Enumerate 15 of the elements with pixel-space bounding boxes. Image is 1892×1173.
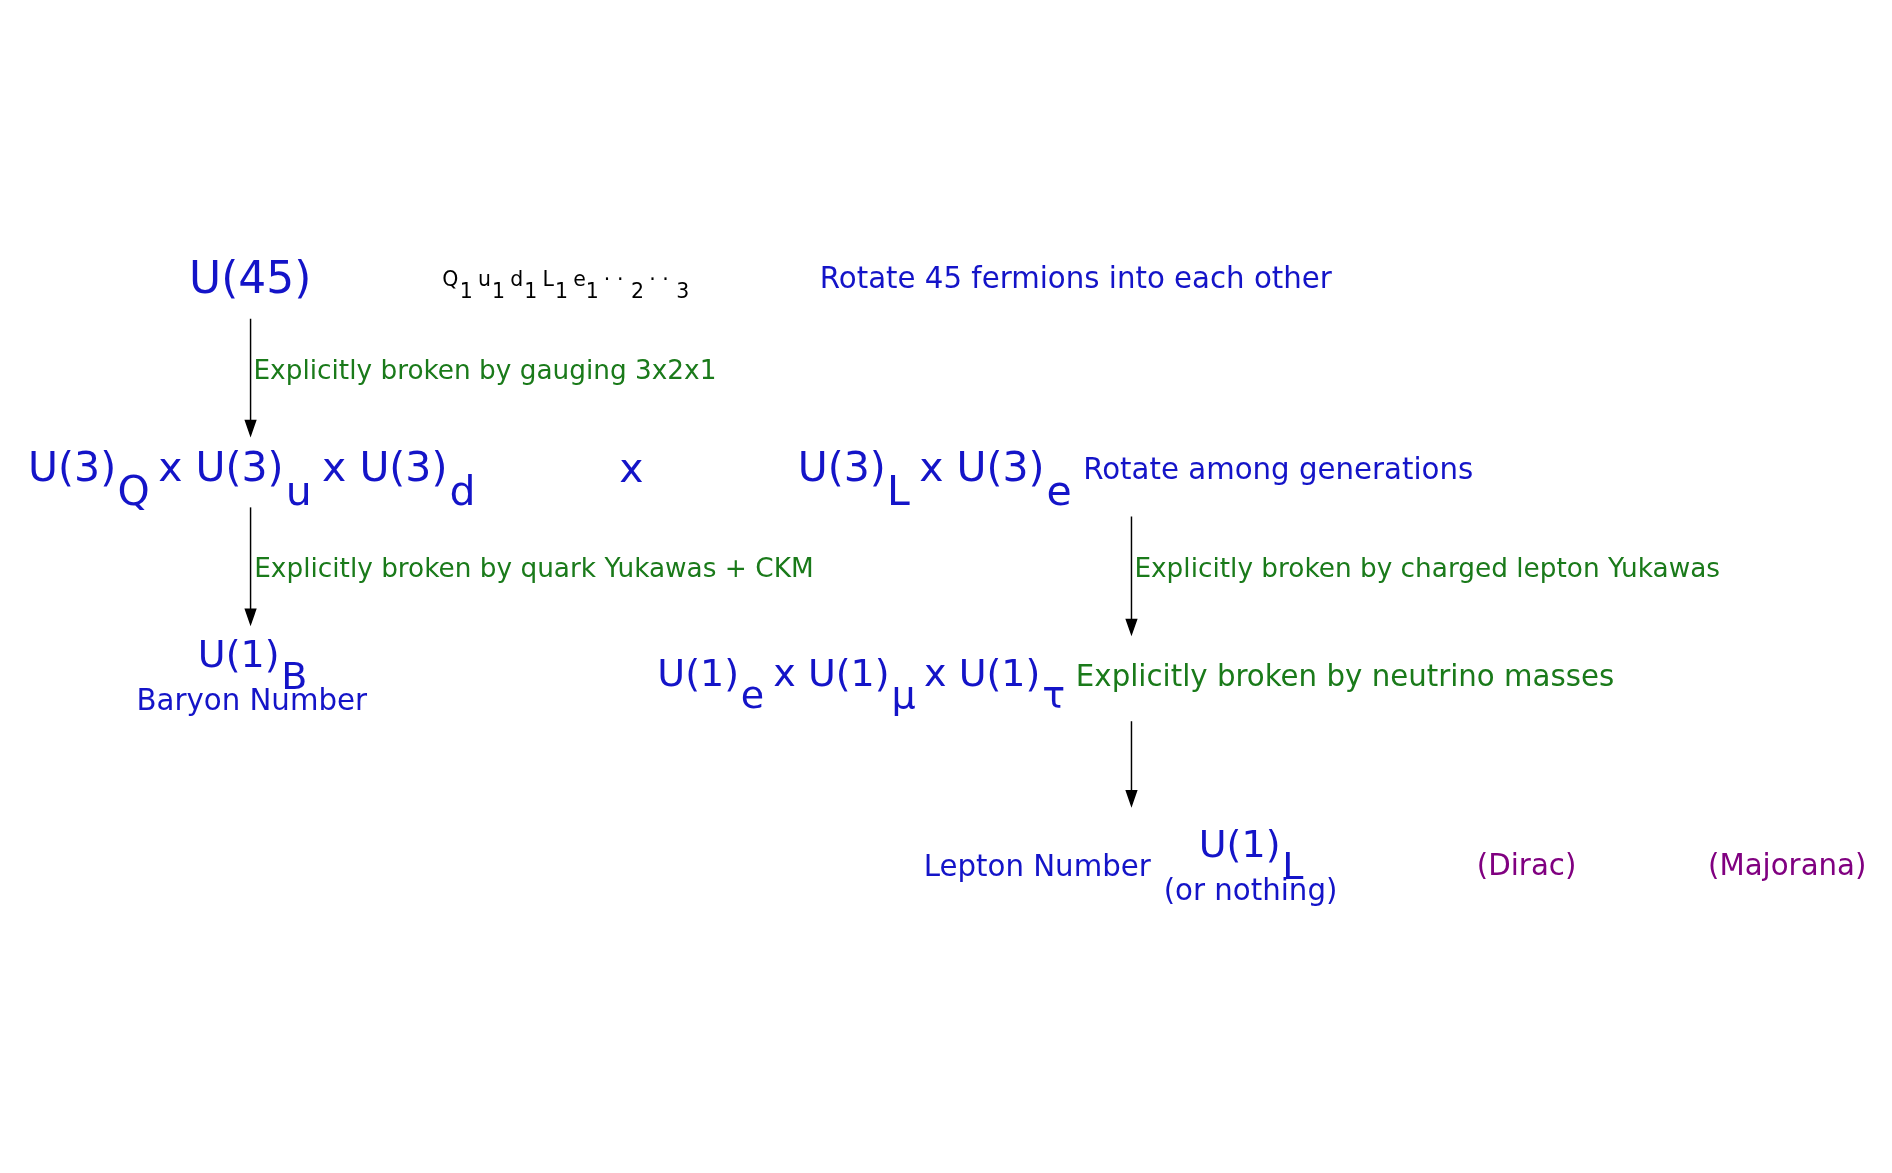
- label: (Dirac): [1476, 847, 1577, 882]
- arrow: [244, 317, 257, 437]
- arrow: [244, 506, 257, 626]
- arrow: [1125, 720, 1138, 808]
- edge-label: Explicitly broken by charged lepton Yukawas: [1134, 552, 1721, 583]
- node-label: Lepton Number: [923, 848, 1151, 883]
- node-text: U(45): [189, 251, 312, 303]
- edge-label: Explicitly broken by quark Yukawas + CKM: [254, 552, 814, 583]
- arrow: [1125, 515, 1138, 636]
- label: (Majorana): [1708, 847, 1867, 882]
- label: Rotate 45 fermions into each other: [819, 260, 1332, 295]
- label: x: [619, 443, 644, 492]
- node-label: Rotate among generations: [1083, 451, 1474, 486]
- edge-label: Explicitly broken by gauging 3x2x1: [253, 354, 717, 385]
- node-label: Explicitly broken by neutrino masses: [1075, 658, 1615, 693]
